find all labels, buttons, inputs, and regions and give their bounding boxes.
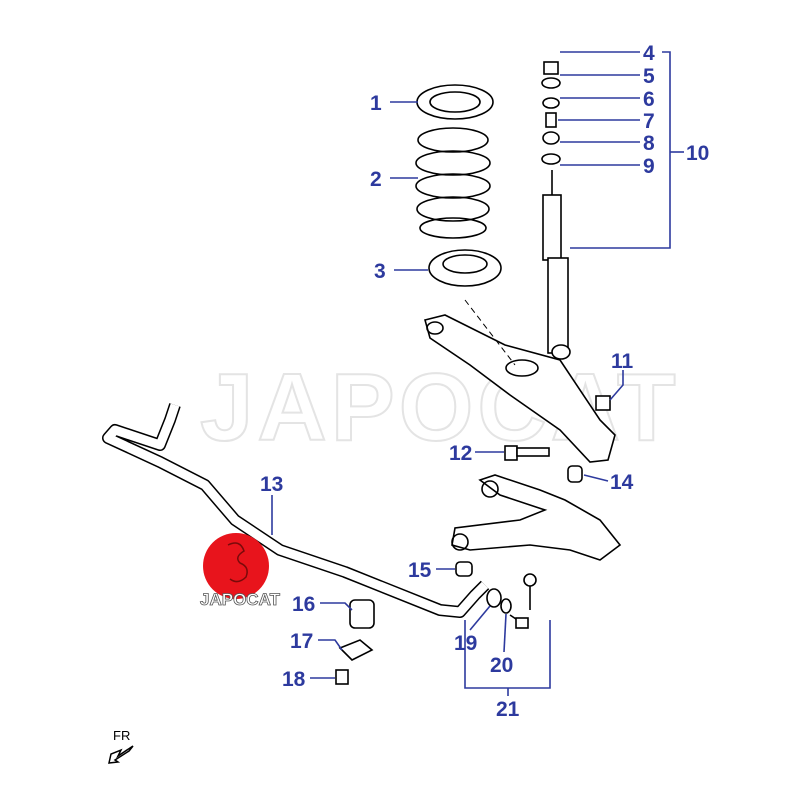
callout-17: 17 [290,630,313,653]
part-upper-spring-seat [416,84,494,120]
callout-18: 18 [282,668,306,691]
callout-11: 11 [611,350,634,373]
part-lower-arm [424,299,616,463]
callout-2: 2 [370,168,382,191]
part-bolt-12 [504,445,550,461]
callout-12: 12 [449,442,472,465]
front-direction-indicator: FR [108,728,134,764]
callout-16: 16 [292,593,315,616]
part-bracket [338,639,374,661]
callout-8: 8 [643,132,655,155]
logo-text: JAPOCAT [200,590,281,609]
callout-9: 9 [643,155,655,178]
callout-21: 21 [496,698,520,721]
callout-19: 19 [454,632,477,655]
callout-4: 4 [643,42,655,65]
callout-15: 15 [408,559,432,582]
part-bar-bushing [349,599,375,629]
fr-label: FR [113,728,130,743]
part-lower-spring-seat [428,249,502,287]
part-knuckle [451,474,622,561]
part-shock-hardware [541,61,561,165]
part-shock-absorber [542,170,571,360]
callout-20: 20 [490,654,513,677]
part-coil-spring [415,127,491,239]
callout-14: 14 [610,471,634,494]
japocat-logo: JAPOCAT [200,533,281,609]
callouts: 1 2 3 4 5 6 7 8 9 10 11 12 13 14 15 16 1… [260,42,709,721]
callout-3: 3 [374,260,386,283]
part-stabilizer-bar [102,403,490,618]
callout-10: 10 [686,142,709,165]
part-link [486,573,537,629]
callout-7: 7 [643,110,655,133]
callout-13: 13 [260,473,283,496]
callout-6: 6 [643,88,655,111]
callout-1: 1 [370,92,382,115]
part-bushing-15 [455,561,473,577]
part-nut-11 [595,395,611,411]
part-bushing-14 [567,465,583,483]
leader-lines [271,51,684,696]
callout-5: 5 [643,65,655,88]
arrow-icon [108,745,134,764]
part-bolt-18 [335,669,349,685]
